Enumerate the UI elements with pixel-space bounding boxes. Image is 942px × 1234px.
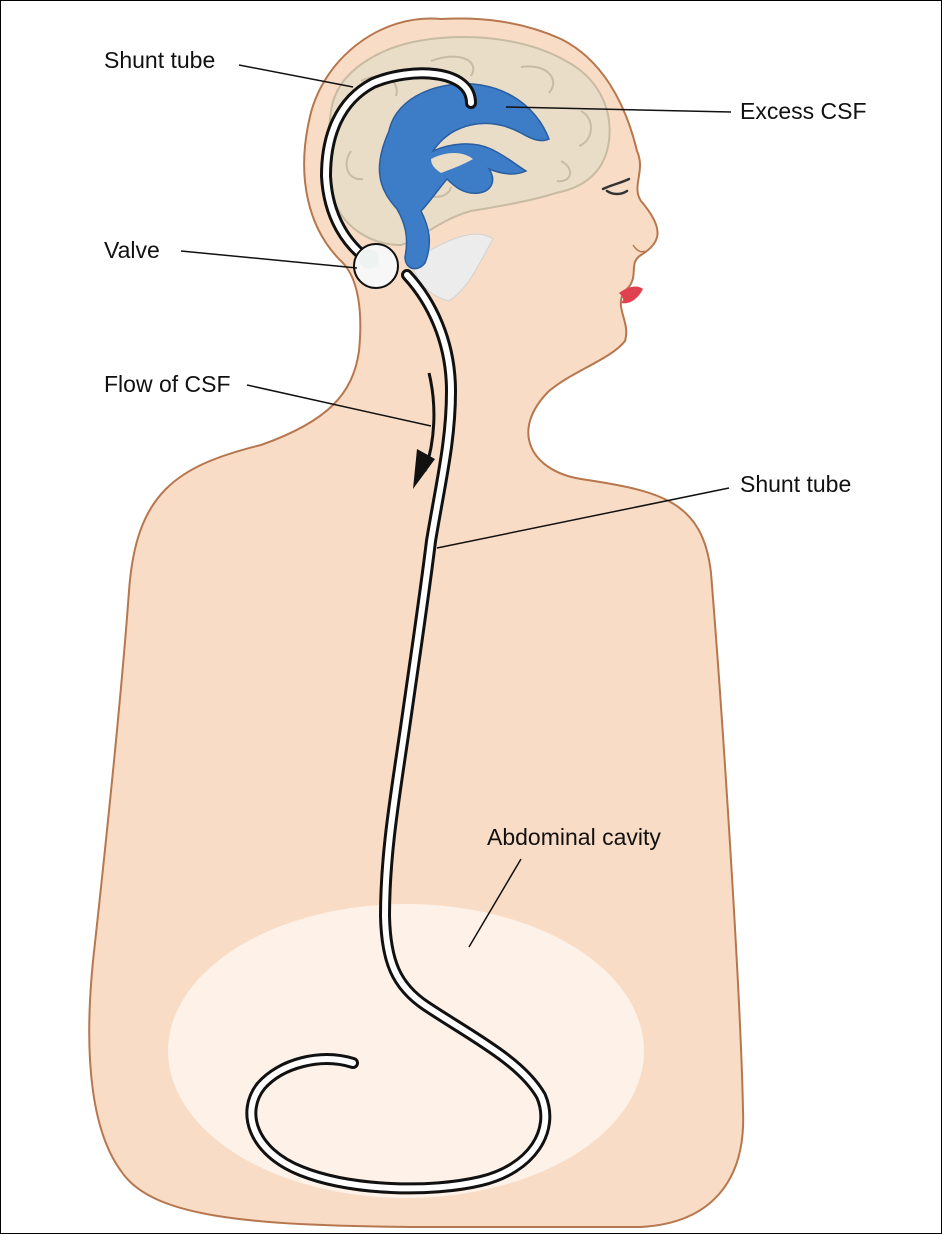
- label-shunt-tube-head: Shunt tube: [104, 47, 216, 73]
- leader-shunt-head: [238, 64, 354, 88]
- leader-shunt-body: [436, 487, 730, 549]
- nostril: [632, 244, 646, 253]
- csf-inner-gap: [431, 153, 473, 173]
- leader-valve: [180, 250, 358, 269]
- label-excess-csf: Excess CSF: [740, 98, 867, 124]
- label-valve: Valve: [104, 237, 160, 263]
- leader-excess-csf: [505, 106, 732, 113]
- csf-ventricles: [378, 83, 550, 270]
- abdominal-cavity: [168, 904, 644, 1198]
- label-shunt-tube-body: Shunt tube: [740, 471, 852, 497]
- lips: [619, 286, 643, 304]
- neck-shadow: [410, 233, 494, 302]
- eye: [601, 177, 631, 196]
- label-flow-of-csf: Flow of CSF: [104, 371, 231, 397]
- flow-arrow-head: [413, 449, 435, 489]
- shunt-tube: [248, 70, 549, 1192]
- leader-flow-csf: [246, 384, 432, 427]
- label-abdominal-cavity: Abdominal cavity: [487, 824, 661, 850]
- leader-abdominal-cavity: [468, 858, 522, 948]
- valve-texture: [359, 249, 379, 269]
